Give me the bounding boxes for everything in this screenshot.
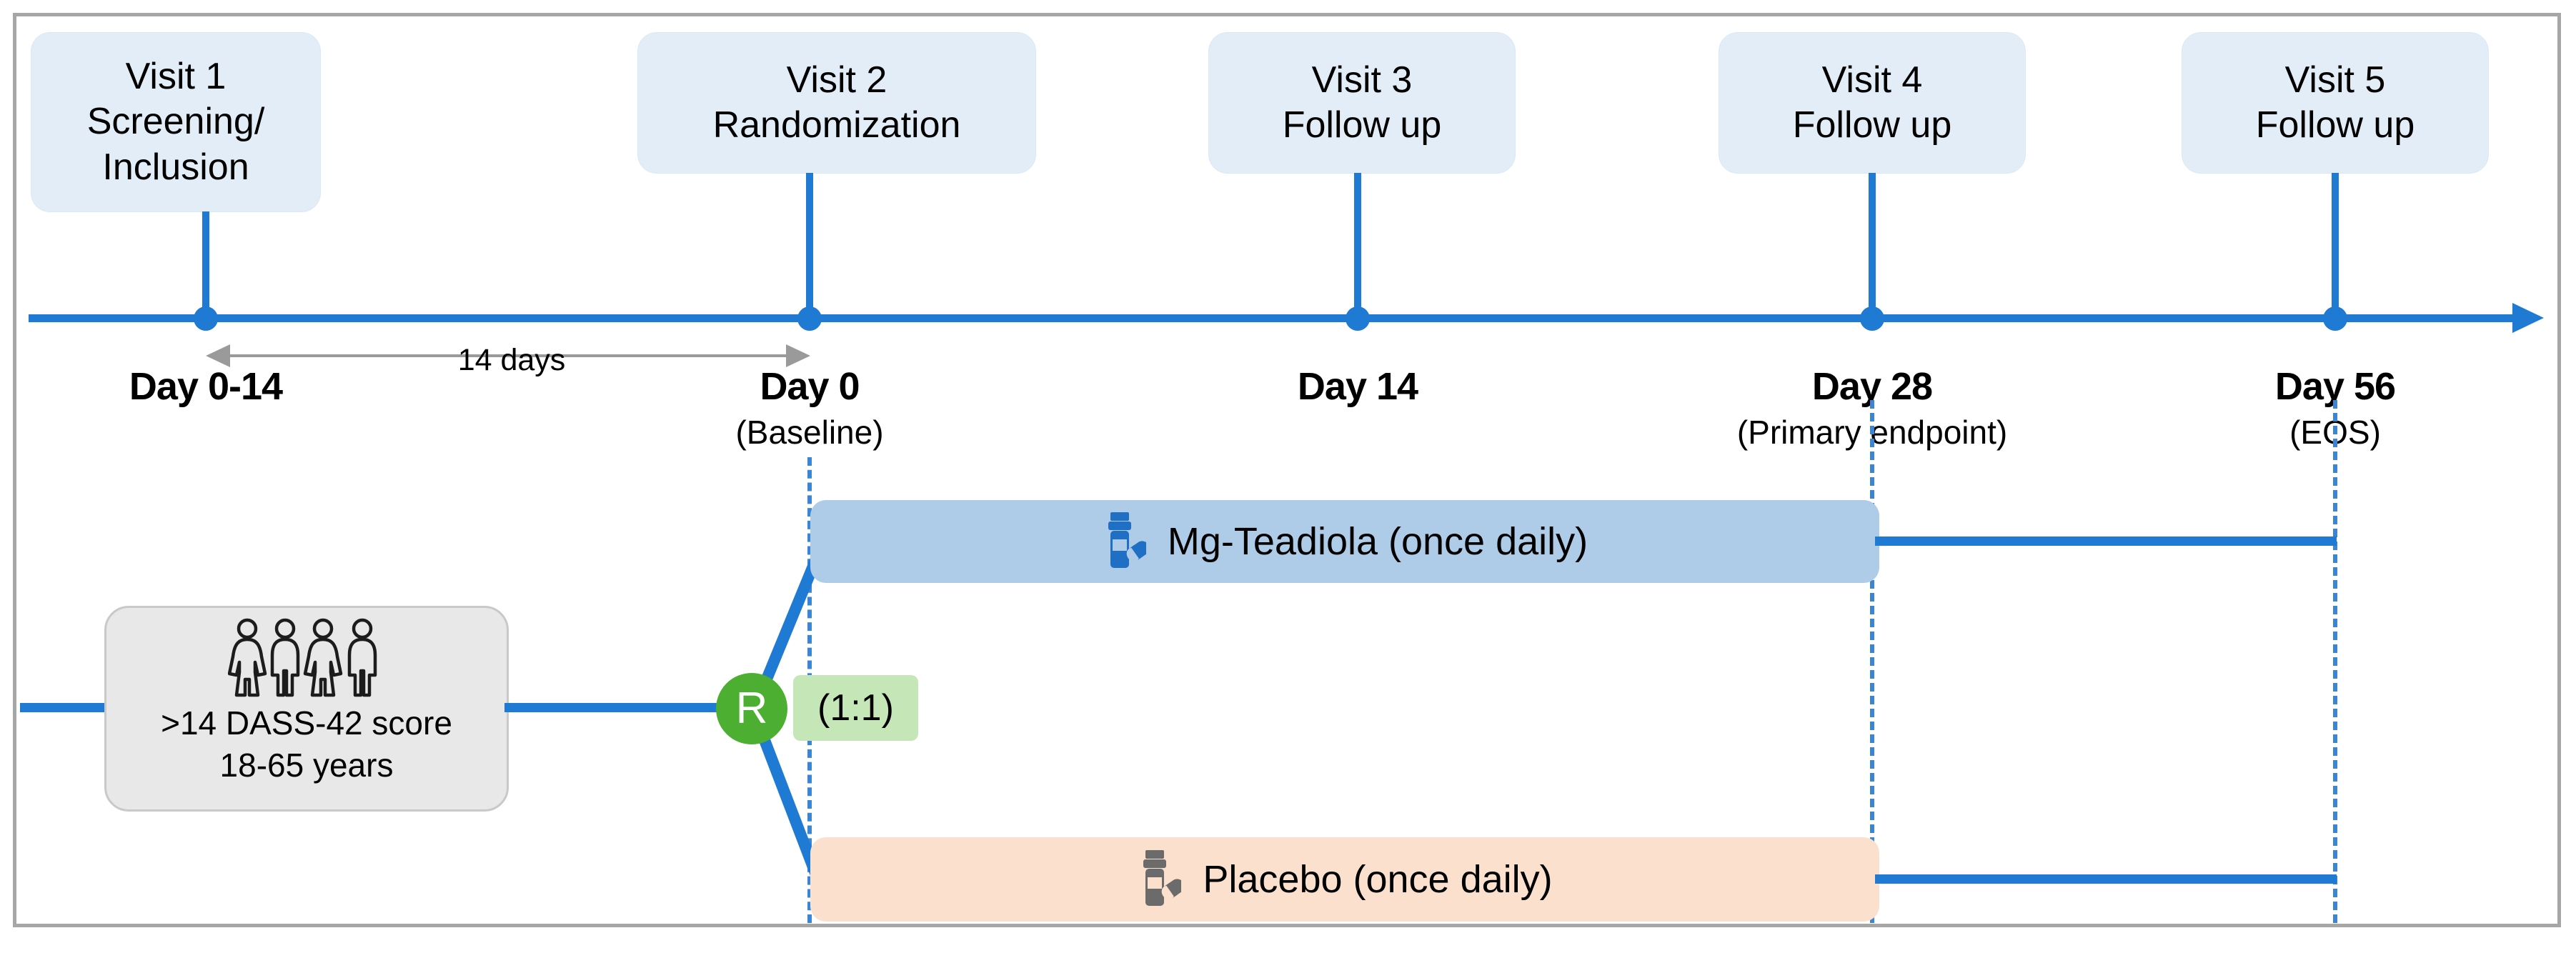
visit3-line2: Follow up <box>1282 104 1442 146</box>
visit3-line1: Visit 3 <box>1311 59 1413 101</box>
population-inlet-line <box>20 703 109 712</box>
visit2-line2: Randomization <box>712 104 961 146</box>
day-0-sub: (Baseline) <box>735 414 884 451</box>
population-criteria-age: 18-65 years <box>219 746 394 784</box>
population-criteria-score: >14 DASS-42 score <box>161 704 452 742</box>
pill-bottle-icon <box>1102 512 1146 571</box>
timeline-node-day-14[interactable] <box>1346 306 1370 331</box>
randomization-arm-active <box>752 543 826 707</box>
visit-box-visit5[interactable]: Visit 5 Follow up <box>2182 33 2488 173</box>
visit1-stem <box>202 211 209 319</box>
arm-bar-active[interactable]: Mg-Teadiola (once daily) <box>810 500 1879 583</box>
allocation-ratio-badge: (1:1) <box>793 675 918 741</box>
allocation-ratio-value: (1:1) <box>817 687 894 729</box>
visit1-line1: Visit 1 <box>125 55 227 97</box>
visit2-line1: Visit 2 <box>786 59 887 101</box>
visit5-line2: Follow up <box>2255 104 2415 146</box>
visit-box-visit4[interactable]: Visit 4 Follow up <box>1719 33 2025 173</box>
visit2-stem <box>806 173 813 319</box>
timeline-node-day-56[interactable] <box>2323 306 2347 331</box>
randomization-arm-placebo <box>752 716 826 892</box>
visit4-line1: Visit 4 <box>1821 59 1923 101</box>
followup-line-active <box>1875 537 2337 546</box>
timeline-axis <box>29 314 2515 322</box>
visit4-stem <box>1869 173 1876 319</box>
timeline-node-day-0-14[interactable] <box>194 306 218 331</box>
day-14-value: Day 14 <box>1297 365 1418 408</box>
arm-bar-placebo[interactable]: Placebo (once daily) <box>810 837 1879 922</box>
day-label-day-0: Day 0 (Baseline) <box>735 364 883 451</box>
dashed-line-day-28 <box>1870 400 1874 923</box>
dashed-line-day-56 <box>2333 400 2337 923</box>
visit-box-visit3[interactable]: Visit 3 Follow up <box>1209 33 1515 173</box>
randomization-marker[interactable]: R <box>716 673 787 744</box>
visit1-line2: Screening/ <box>86 101 265 143</box>
timeline-node-day-0[interactable] <box>797 306 822 331</box>
four-people-icon <box>228 618 385 698</box>
timeline-arrow-icon <box>2512 303 2544 333</box>
randomization-letter: R <box>735 684 768 733</box>
day-label-day-14: Day 14 <box>1298 364 1418 413</box>
visit5-stem <box>2332 173 2339 319</box>
pill-bottle-icon <box>1137 850 1182 909</box>
day-label-day-0-14: Day 0-14 <box>129 364 283 413</box>
timeline-node-day-28[interactable] <box>1860 306 1884 331</box>
population-outlet-line <box>504 703 756 712</box>
visit1-line3: Inclusion <box>102 146 249 188</box>
visit5-line1: Visit 5 <box>2284 59 2386 101</box>
interval-label: 14 days <box>457 343 566 377</box>
visit-box-visit1[interactable]: Visit 1 Screening/ Inclusion <box>31 33 320 211</box>
day-0-value: Day 0 <box>760 365 860 408</box>
arm-label-placebo: Placebo (once daily) <box>1203 858 1553 901</box>
arm-label-active: Mg-Teadiola (once daily) <box>1167 520 1588 563</box>
interval-arrow-right-icon <box>786 344 810 367</box>
followup-line-placebo <box>1875 874 2337 884</box>
visit-box-visit2[interactable]: Visit 2 Randomization <box>638 33 1035 173</box>
population-box[interactable]: >14 DASS-42 score 18-65 years <box>104 606 509 812</box>
day-0-14-value: Day 0-14 <box>129 365 283 408</box>
interval-line <box>214 354 806 357</box>
visit4-line2: Follow up <box>1792 104 1952 146</box>
visit3-stem <box>1354 173 1361 319</box>
